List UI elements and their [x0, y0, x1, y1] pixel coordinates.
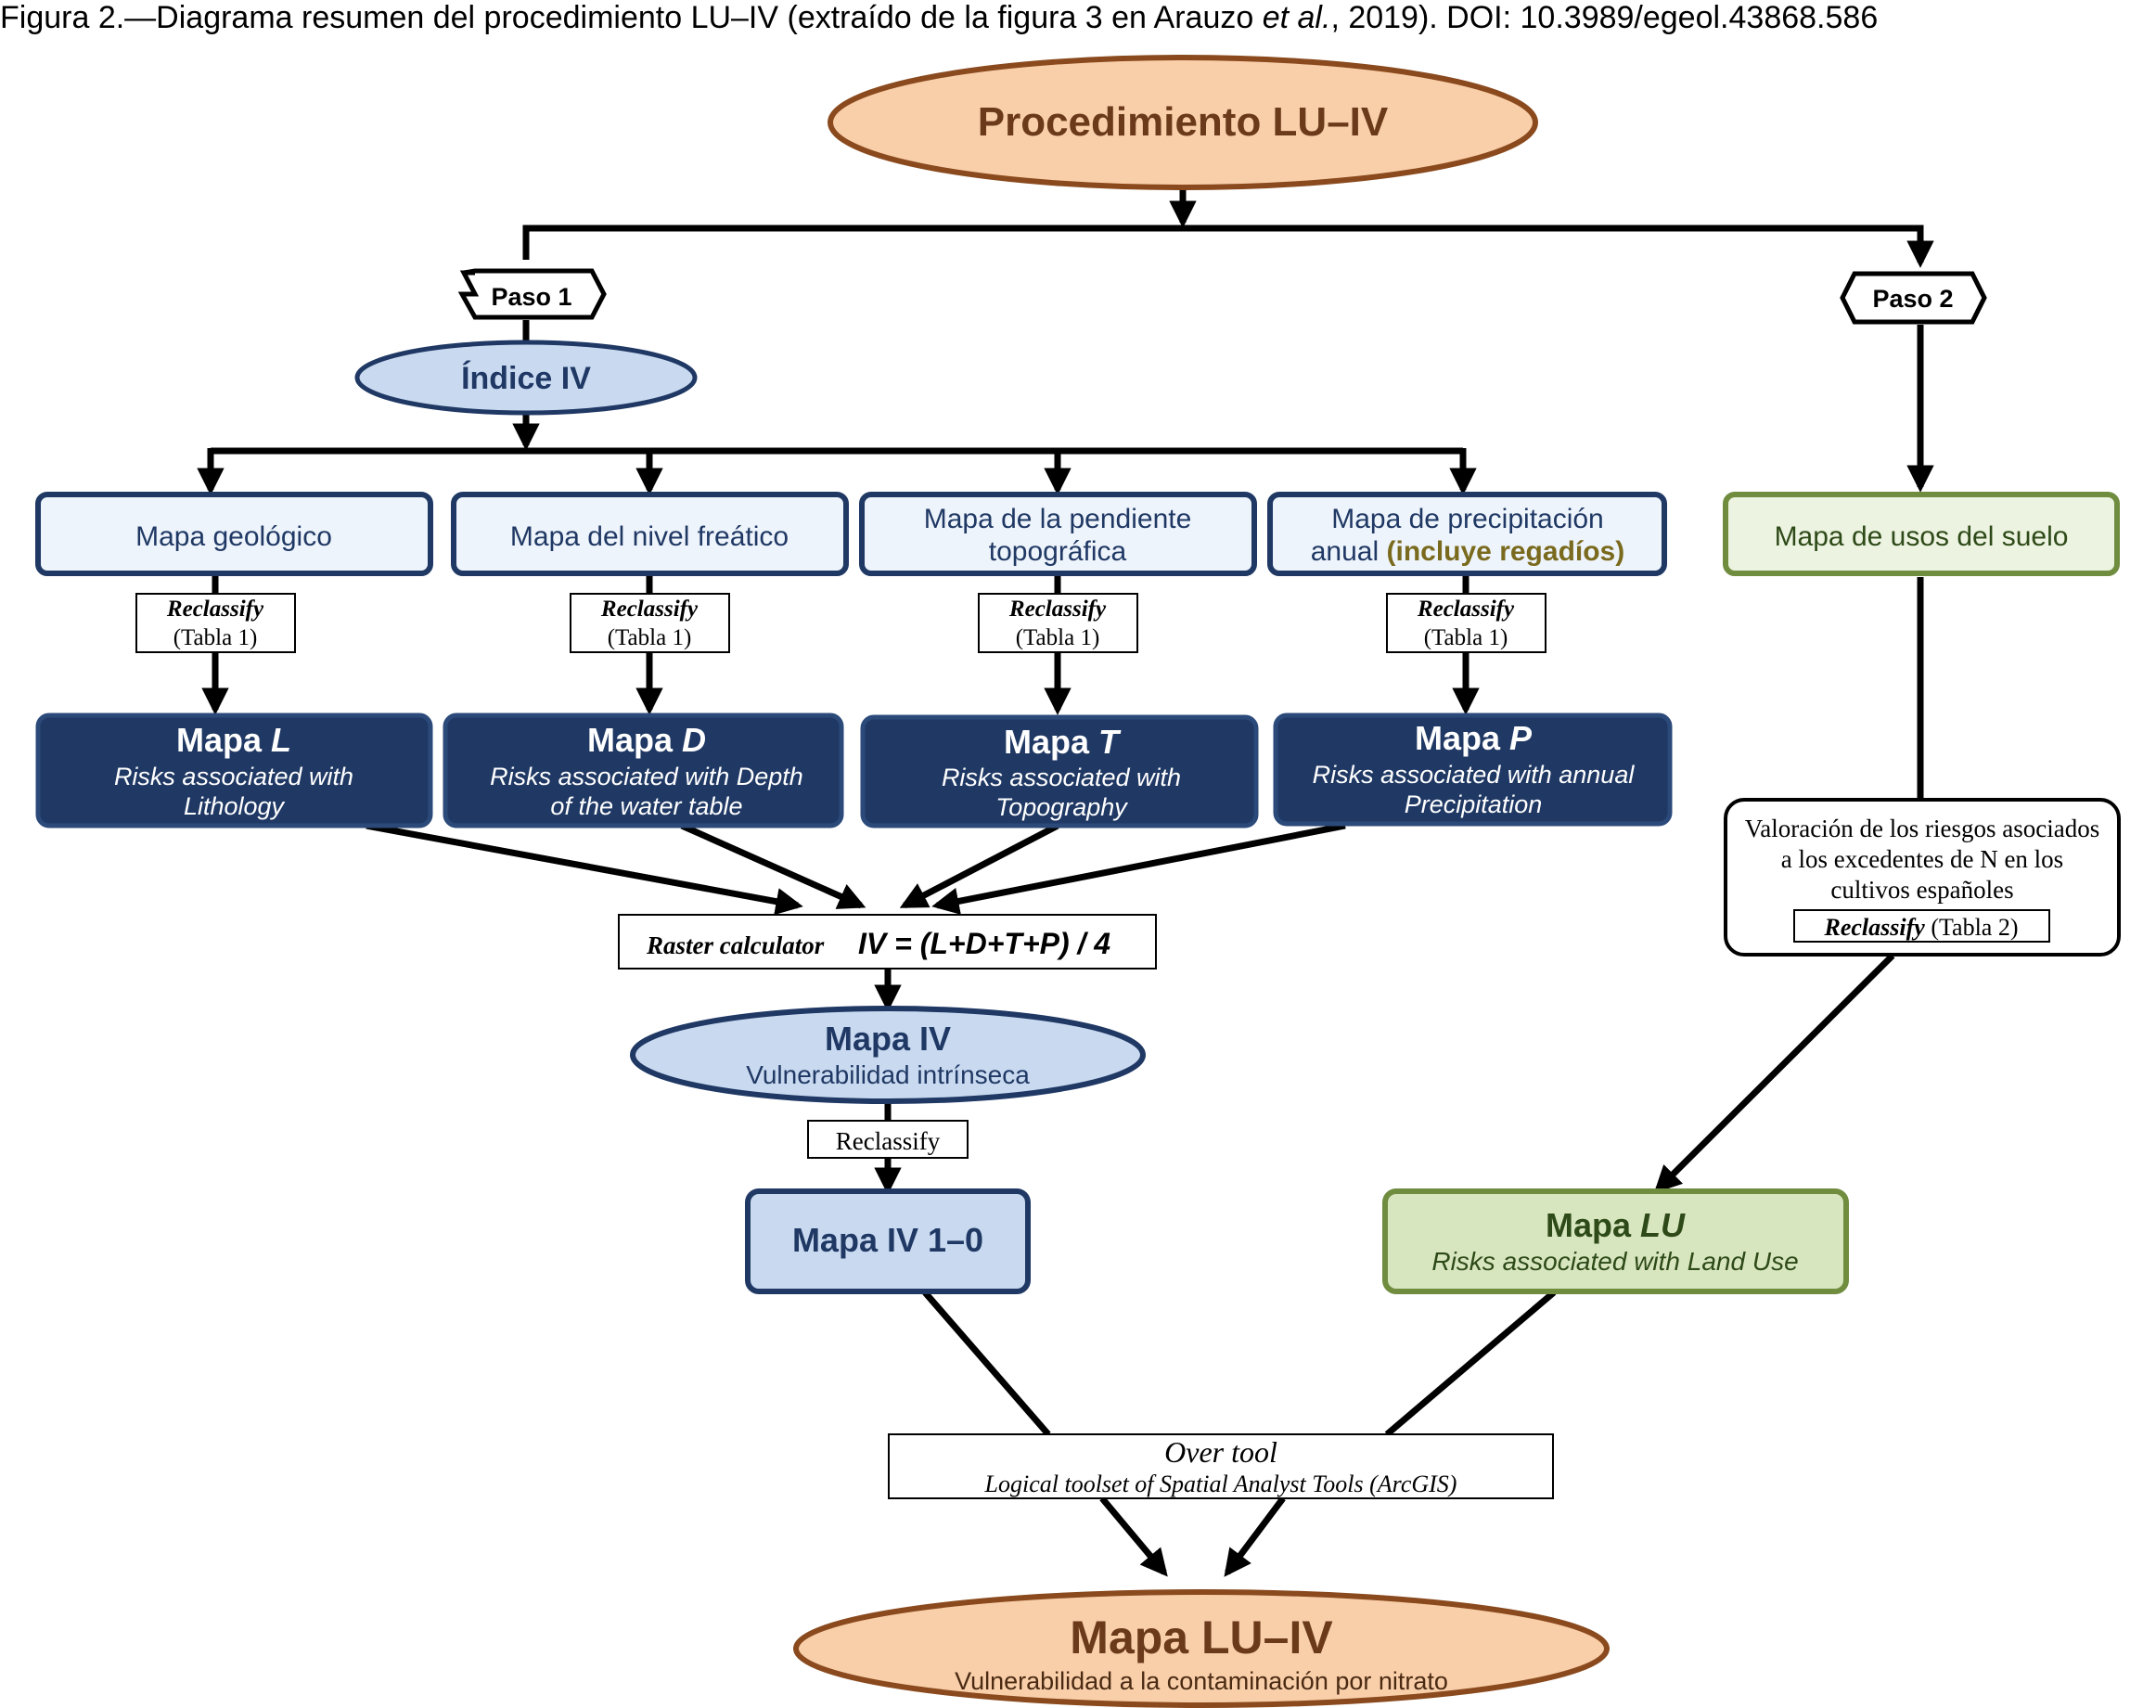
mapa-pendiente-line2: topográfica: [989, 536, 1127, 567]
raster-calculator-label: Raster calculator: [646, 931, 825, 959]
valoracion-line2: a los excedentes de N en los: [1781, 845, 2063, 873]
mapa-precipitacion-regadios: (incluye regadíos): [1387, 536, 1625, 567]
reclassify-d-title: Reclassify: [600, 597, 699, 622]
reclassify-t-table: (Tabla 1): [1016, 625, 1100, 650]
mapa-lu-iv-node: Mapa LU–IV Vulnerabilidad a la contamina…: [793, 1589, 1610, 1708]
over-tool-box: Over tool Logical toolset of Spatial Ana…: [888, 1433, 1554, 1499]
indice-iv-title: Índice IV: [461, 361, 591, 396]
mapa-geologico-label: Mapa geológico: [135, 521, 332, 552]
reclassify-box-d: Reclassify (Tabla 1): [570, 593, 730, 653]
mapa-t-title: Mapa T: [1004, 723, 1122, 761]
mapa-pendiente-node: Mapa de la pendiente topográfica: [859, 492, 1257, 576]
mapa-t-node: Mapa T Risks associated with Topography: [860, 714, 1259, 828]
mapa-l-node: Mapa L Risks associated with Lithology: [35, 713, 433, 828]
mapa-usos-suelo-node: Mapa de usos del suelo: [1723, 492, 2120, 576]
mapa-t-line1: Risks associated with: [942, 764, 1181, 791]
mapa-p-title: Mapa P: [1415, 719, 1533, 757]
mapa-iv-node: Mapa IV Vulnerabilidad intrínseca: [630, 1006, 1146, 1104]
over-tool-subtitle: Logical toolset of Spatial Analyst Tools…: [984, 1470, 1457, 1497]
reclassify-plain-label: Reclassify: [836, 1127, 941, 1155]
mapa-lu-subtitle: Risks associated with Land Use: [1431, 1247, 1798, 1276]
mapa-lu-title: Mapa LU: [1546, 1206, 1686, 1244]
paso2-tag: Paso 2: [1840, 271, 1987, 325]
caption-suffix: , 2019). DOI: 10.3989/egeol.43868.586: [1330, 0, 1878, 35]
figure-caption: Figura 2.—Diagrama resumen del procedimi…: [0, 0, 1878, 35]
reclassify-p-table: (Tabla 1): [1424, 625, 1508, 650]
reclassify-l-table: (Tabla 1): [173, 625, 258, 650]
procedimiento-title: Procedimiento LU–IV: [978, 99, 1389, 145]
mapa-p-line1: Risks associated with annual: [1313, 761, 1636, 789]
mapa-iv-10-node: Mapa IV 1–0: [745, 1188, 1031, 1294]
mapa-lu-iv-title: Mapa LU–IV: [1070, 1612, 1333, 1663]
raster-calculator-box: Raster calculator IV = (L+D+T+P) / 4: [618, 914, 1157, 970]
paso1-label: Paso 1: [491, 283, 571, 311]
mapa-precipitacion-line2: anual (incluye regadíos): [1311, 536, 1624, 567]
mapa-nivel-freatico-label: Mapa del nivel freático: [510, 521, 789, 552]
caption-italic: et al.: [1263, 0, 1331, 35]
procedimiento-node: Procedimiento LU–IV: [828, 55, 1538, 190]
over-tool-title: Over tool: [1164, 1435, 1277, 1469]
valoracion-line3: cultivos españoles: [1830, 876, 2013, 904]
reclassify-box-l: Reclassify (Tabla 1): [135, 593, 296, 653]
mapa-precipitacion-line1: Mapa de precipitación: [1331, 504, 1604, 534]
mapa-d-node: Mapa D Risks associated with Depth of th…: [443, 713, 844, 828]
mapa-t-line2: Topography: [995, 793, 1128, 821]
mapa-d-line2: of the water table: [550, 792, 742, 820]
reclassify-p-title: Reclassify: [1417, 597, 1515, 622]
mapa-precipitacion-node: Mapa de precipitación anual (incluye reg…: [1267, 492, 1667, 576]
mapa-l-line2: Lithology: [184, 792, 286, 820]
mapa-geologico-node: Mapa geológico: [35, 492, 433, 576]
mapa-precipitacion-anual: anual: [1311, 536, 1387, 567]
mapa-iv-10-label: Mapa IV 1–0: [792, 1221, 983, 1259]
mapa-d-title: Mapa D: [587, 721, 706, 759]
mapa-nivel-freatico-node: Mapa del nivel freático: [451, 492, 849, 576]
reclassify-t-title: Reclassify: [1008, 597, 1107, 622]
raster-calculator-formula: IV = (L+D+T+P) / 4: [858, 927, 1110, 960]
valoracion-node: Valoración de los riesgos asociados a lo…: [1724, 798, 2121, 957]
reclassify-l-title: Reclassify: [166, 597, 264, 622]
reclassify-box-p: Reclassify (Tabla 1): [1386, 593, 1546, 653]
paso2-label: Paso 2: [1872, 285, 1953, 313]
mapa-usos-suelo-label: Mapa de usos del suelo: [1775, 521, 2069, 552]
valoracion-reclassify: Reclassify (Tabla 2): [1824, 914, 2019, 941]
mapa-iv-title: Mapa IV: [825, 1020, 951, 1058]
mapa-lu-node: Mapa LU Risks associated with Land Use: [1382, 1188, 1849, 1294]
paso1-tag: Paso 1: [457, 268, 607, 320]
reclassify-plain-box: Reclassify: [807, 1120, 969, 1159]
mapa-lu-iv-subtitle: Vulnerabilidad a la contaminación por ni…: [955, 1667, 1448, 1695]
indice-iv-node: Índice IV: [354, 340, 698, 416]
reclassify-box-t: Reclassify (Tabla 1): [978, 593, 1138, 653]
mapa-pendiente-line1: Mapa de la pendiente: [924, 504, 1192, 534]
mapa-l-title: Mapa L: [176, 721, 291, 759]
mapa-l-line1: Risks associated with: [114, 763, 353, 790]
mapa-iv-subtitle: Vulnerabilidad intrínseca: [746, 1060, 1030, 1089]
caption-prefix: Figura 2.—Diagrama resumen del procedimi…: [0, 0, 1263, 35]
mapa-d-line1: Risks associated with Depth: [490, 763, 803, 790]
valoracion-line1: Valoración de los riesgos asociados: [1745, 815, 2099, 842]
mapa-p-line2: Precipitation: [1405, 790, 1543, 818]
reclassify-d-table: (Tabla 1): [608, 625, 692, 650]
mapa-p-node: Mapa P Risks associated with annual Prec…: [1273, 713, 1673, 827]
connectors: [197, 186, 1934, 1577]
